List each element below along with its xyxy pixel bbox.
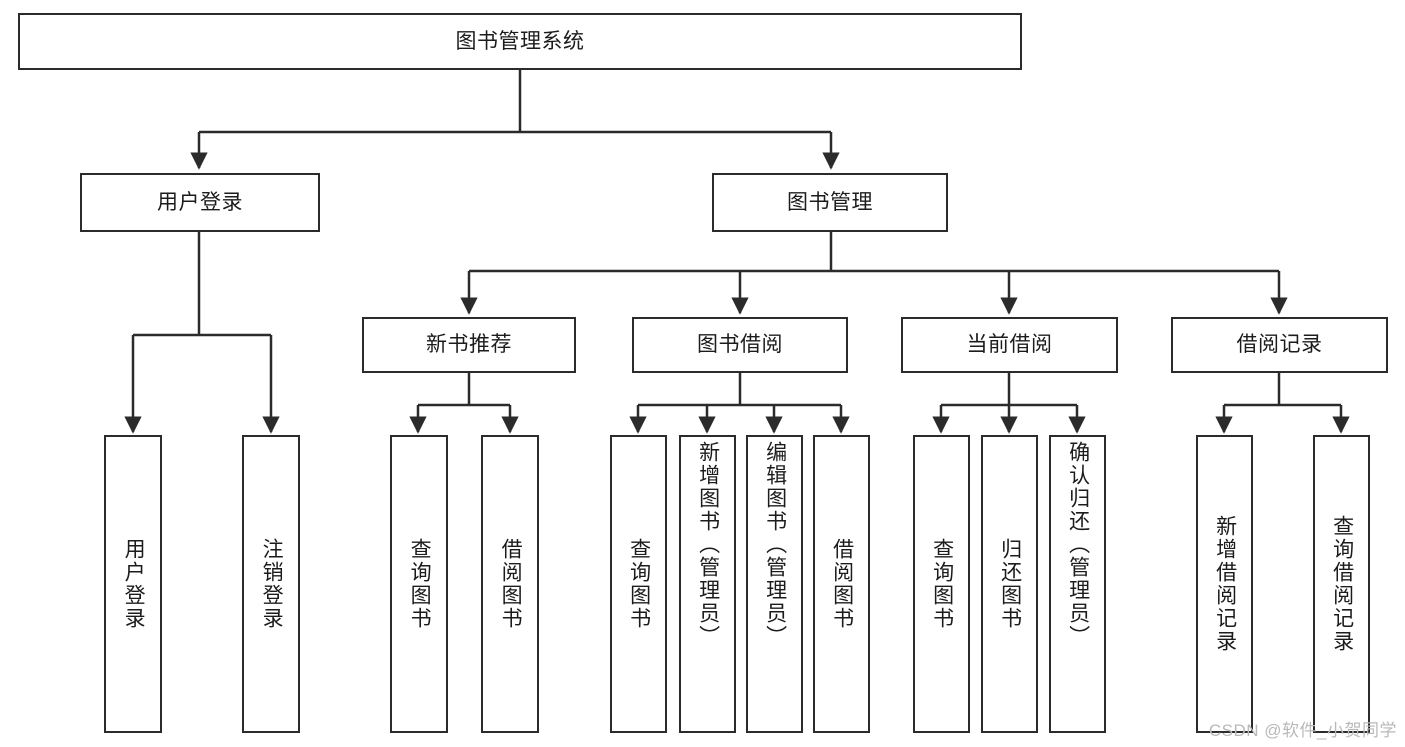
node-new-book-recommend[interactable]: 新书推荐 — [362, 317, 576, 373]
leaf-user-login-label: 用户登录 — [122, 538, 146, 630]
leaf-edit-book[interactable]: 编辑图书（管理员） — [746, 435, 803, 733]
leaf-edit-book-label: 编辑图书（管理员） — [763, 441, 787, 648]
node-borrow-record-label: 借阅记录 — [1236, 333, 1323, 357]
leaf-borrow-book-2[interactable]: 借阅图书 — [813, 435, 870, 733]
node-current-borrow[interactable]: 当前借阅 — [901, 317, 1118, 373]
leaf-query-book-1-label: 查询图书 — [408, 538, 432, 630]
leaf-confirm-return-label: 确认归还（管理员） — [1066, 441, 1090, 648]
node-user-login[interactable]: 用户登录 — [80, 173, 320, 232]
leaf-query-record-label: 查询借阅记录 — [1330, 515, 1354, 653]
leaf-query-book-3[interactable]: 查询图书 — [913, 435, 970, 733]
leaf-query-record[interactable]: 查询借阅记录 — [1313, 435, 1370, 733]
leaf-user-login[interactable]: 用户登录 — [104, 435, 162, 733]
leaf-confirm-return[interactable]: 确认归还（管理员） — [1049, 435, 1106, 733]
leaf-borrow-book-1-label: 借阅图书 — [499, 538, 523, 630]
csdn-watermark: CSDN @软件_小贺同学 — [1208, 721, 1397, 740]
leaf-query-book-1[interactable]: 查询图书 — [390, 435, 448, 733]
leaf-add-record[interactable]: 新增借阅记录 — [1196, 435, 1253, 733]
leaf-borrow-book-2-label: 借阅图书 — [830, 538, 854, 630]
node-new-book-recommend-label: 新书推荐 — [426, 333, 512, 357]
leaf-query-book-3-label: 查询图书 — [930, 538, 954, 630]
node-root[interactable]: 图书管理系统 — [18, 13, 1022, 70]
node-borrow-record[interactable]: 借阅记录 — [1171, 317, 1388, 373]
leaf-query-book-2[interactable]: 查询图书 — [610, 435, 667, 733]
node-book-manage[interactable]: 图书管理 — [712, 173, 948, 232]
leaf-query-book-2-label: 查询图书 — [627, 538, 651, 630]
leaf-borrow-book-1[interactable]: 借阅图书 — [481, 435, 539, 733]
node-book-borrow-label: 图书借阅 — [697, 333, 783, 357]
node-book-manage-label: 图书管理 — [787, 190, 873, 214]
node-user-login-label: 用户登录 — [157, 190, 243, 214]
leaf-user-logout[interactable]: 注销登录 — [242, 435, 300, 733]
leaf-add-record-label: 新增借阅记录 — [1213, 515, 1237, 653]
node-book-borrow[interactable]: 图书借阅 — [632, 317, 848, 373]
node-root-label: 图书管理系统 — [455, 29, 585, 53]
leaf-return-book-label: 归还图书 — [998, 538, 1022, 630]
leaf-add-book[interactable]: 新增图书（管理员） — [679, 435, 736, 733]
leaf-add-book-label: 新增图书（管理员） — [696, 441, 720, 648]
leaf-return-book[interactable]: 归还图书 — [981, 435, 1038, 733]
leaf-user-logout-label: 注销登录 — [260, 538, 284, 630]
node-current-borrow-label: 当前借阅 — [966, 333, 1053, 357]
